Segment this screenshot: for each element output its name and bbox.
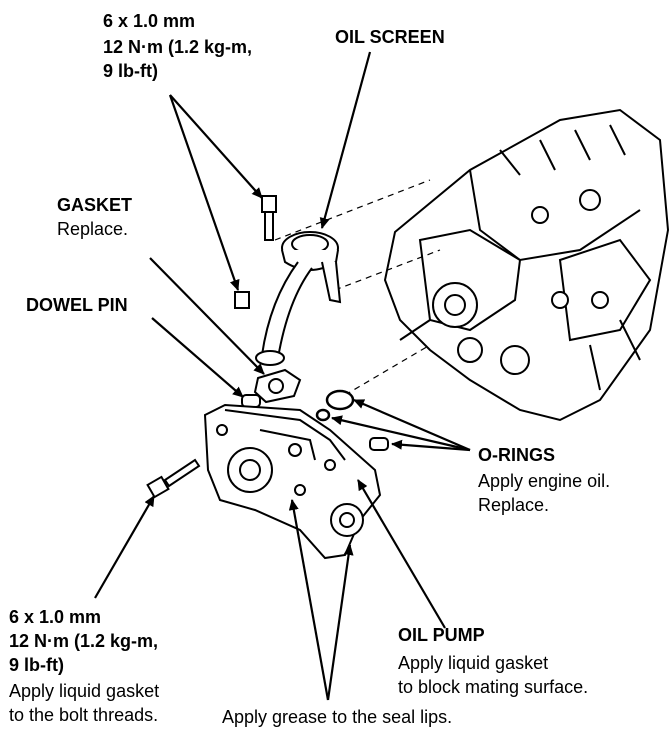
engine-block bbox=[383, 108, 670, 422]
oil-screen bbox=[255, 231, 342, 366]
oil-pump bbox=[203, 403, 382, 560]
seal-lips-note: Apply grease to the seal lips. bbox=[222, 707, 453, 727]
oil-pump-label: OIL PUMP bbox=[398, 625, 485, 645]
oil-pump-note2: to block mating surface. bbox=[398, 677, 589, 697]
bottom-bolt-note2: to the bolt threads. bbox=[9, 705, 159, 725]
dowel-pins bbox=[241, 394, 389, 451]
bottom-bolt bbox=[146, 458, 201, 499]
oil-pump-note1: Apply liquid gasket bbox=[398, 653, 549, 673]
bottom-bolt-size: 6 x 1.0 mm bbox=[9, 607, 102, 627]
bottom-bolt-torque: 12 N·m (1.2 kg-m, bbox=[9, 631, 159, 651]
alignment-lines bbox=[274, 179, 441, 396]
gasket bbox=[253, 368, 302, 404]
o-rings-label: O-RINGS bbox=[478, 445, 556, 465]
top-bolt-torque: 12 N·m (1.2 kg-m, bbox=[103, 37, 253, 57]
top-bolt-size: 6 x 1.0 mm bbox=[103, 11, 196, 31]
o-rings-note1: Apply engine oil. bbox=[478, 471, 611, 491]
o-rings-note2: Replace. bbox=[478, 495, 550, 515]
gasket-note: Replace. bbox=[57, 219, 129, 239]
dowel-pin-label: DOWEL PIN bbox=[26, 295, 128, 315]
o-rings bbox=[315, 389, 355, 422]
top-bolts bbox=[234, 195, 277, 309]
gasket-label: GASKET bbox=[57, 195, 133, 215]
bottom-bolt-torque-lbft: 9 lb-ft) bbox=[9, 655, 64, 675]
leader-arrows bbox=[94, 51, 471, 701]
top-bolt-torque-lbft: 9 lb-ft) bbox=[103, 61, 158, 81]
oil-screen-label: OIL SCREEN bbox=[335, 27, 445, 47]
bottom-bolt-note1: Apply liquid gasket bbox=[9, 681, 160, 701]
